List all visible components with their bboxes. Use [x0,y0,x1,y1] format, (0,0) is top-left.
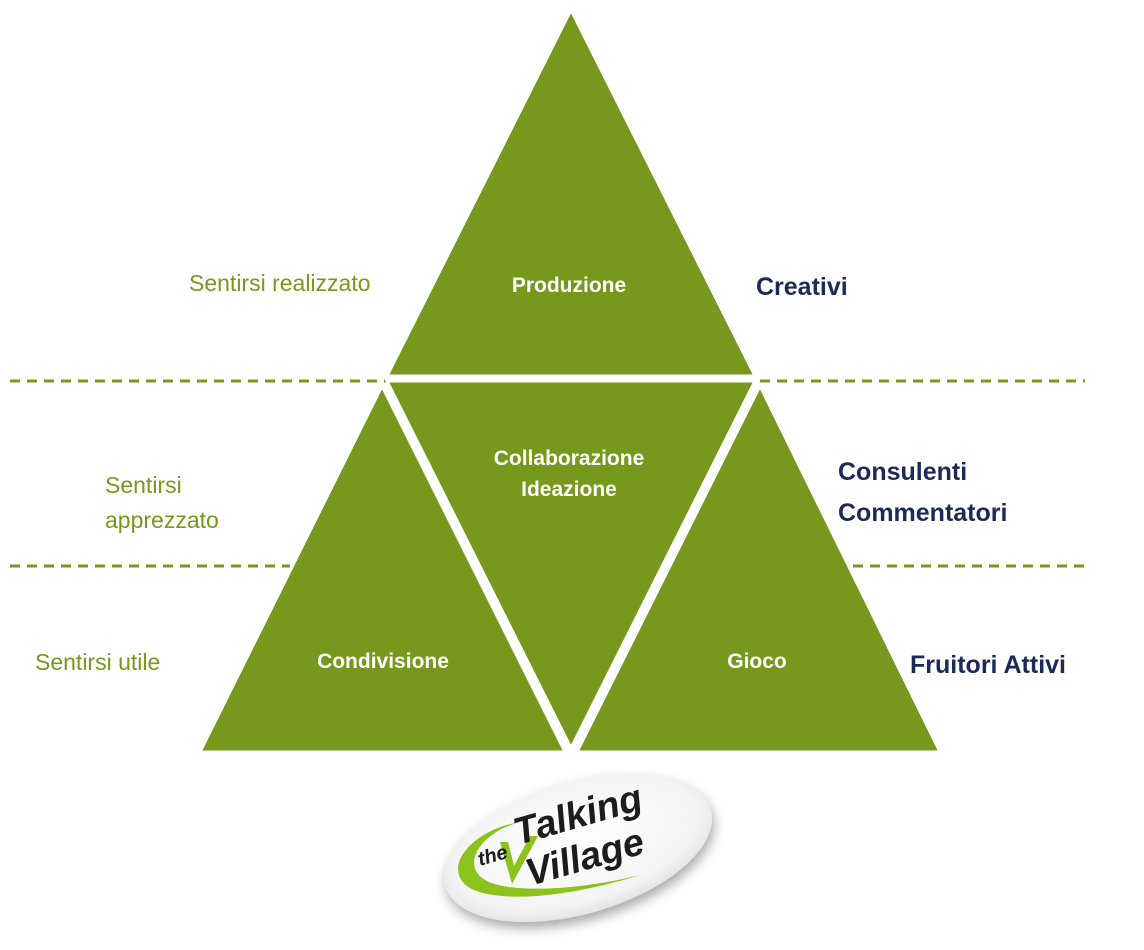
left-label-apprezzato: apprezzato [105,507,219,533]
left-label-realizzato: Sentirsi realizzato [189,270,371,296]
triangle-label-gioco: Gioco [727,650,787,673]
right-label-creativi: Creativi [756,273,848,301]
triangle-label-ideazione: Ideazione [521,478,617,501]
triangle-gioco [574,382,943,754]
triangle-condivisione [197,382,568,754]
talking-village-logo: the Talking Village [444,774,712,922]
logo-oval [444,774,712,922]
triangle-produzione [384,6,758,378]
triangle-label-condivisione: Condivisione [317,650,449,673]
triangle-label-produzione: Produzione [512,274,626,297]
logo-v-mark [500,836,538,884]
left-label-sentirsi: Sentirsi [105,472,182,498]
right-label-fruitori-attivi: Fruitori Attivi [910,651,1066,679]
triangle-label-collaborazione: Collaborazione [494,447,645,470]
logo-swoosh [458,822,640,897]
right-label-consulenti: Consulenti [838,458,967,486]
right-label-commentatori: Commentatori [838,499,1007,527]
left-label-utile: Sentirsi utile [35,649,160,675]
triangle-collaborazione [384,379,758,752]
